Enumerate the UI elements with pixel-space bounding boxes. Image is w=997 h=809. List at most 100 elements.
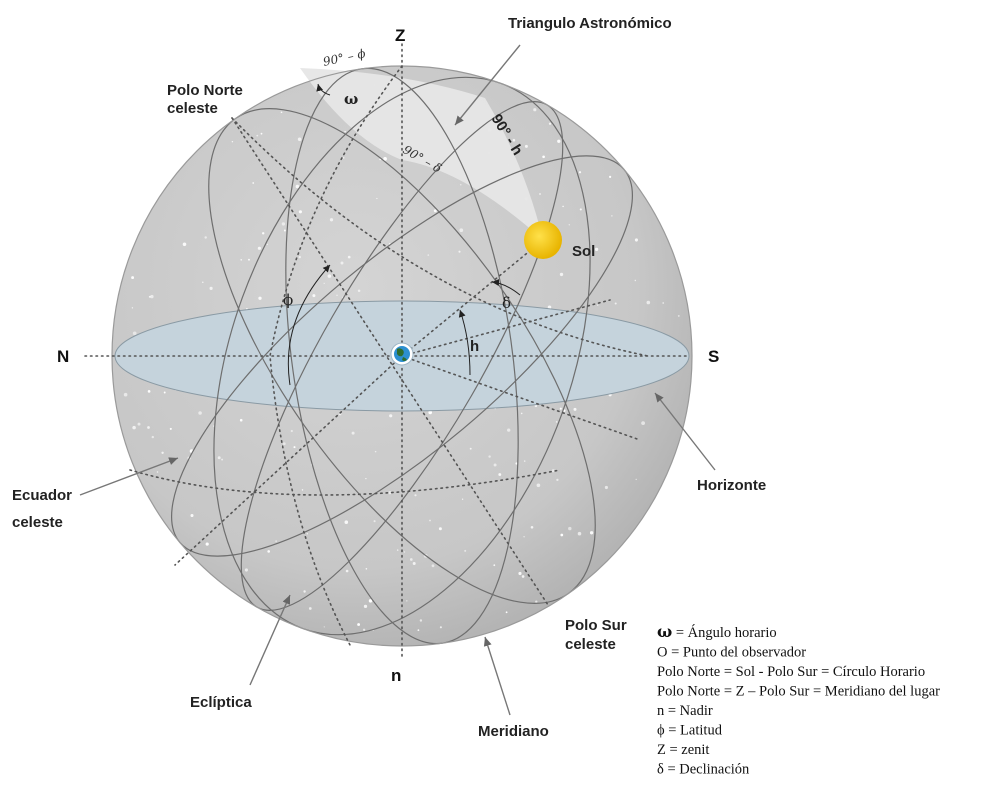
star-dot (347, 255, 351, 259)
equator-label-line1: Ecuador (12, 487, 72, 504)
star-dot (298, 210, 302, 214)
star-dot (163, 391, 166, 394)
star-dot (281, 222, 286, 226)
star-dot (438, 527, 442, 531)
star-dot (556, 478, 559, 482)
equator-label-line2: celeste (12, 514, 63, 531)
star-dot (535, 600, 538, 603)
star-dot (555, 421, 558, 423)
star-dot (412, 562, 416, 565)
star-dot (568, 224, 571, 226)
star-dot (568, 526, 572, 531)
star-dot (557, 139, 561, 143)
star-dot (266, 243, 269, 246)
star-dot (323, 282, 325, 285)
star-dot (577, 531, 582, 536)
star-dot (403, 551, 406, 553)
star-dot (427, 254, 430, 256)
star-dot (303, 590, 306, 593)
star-dot (204, 236, 207, 239)
legend-text: = Ángulo horario (672, 624, 776, 641)
south-pole-label-line2: celeste (565, 636, 616, 653)
legend-text: n = Nadir (657, 703, 713, 719)
star-dot (202, 281, 204, 284)
horizon-pointer (654, 392, 716, 471)
south-label: S (708, 347, 719, 366)
star-dot (297, 137, 302, 142)
star-dot (389, 414, 393, 418)
star-dot (429, 519, 431, 522)
star-dot (336, 294, 338, 297)
star-dot (662, 302, 665, 304)
star-dot (611, 215, 613, 217)
star-dot (464, 549, 467, 552)
h-symbol: h (470, 338, 479, 355)
meridian-label: Meridiano (478, 723, 549, 740)
star-dot (677, 314, 680, 317)
equator-dotted-arc (129, 469, 561, 496)
star-dot (488, 455, 491, 458)
star-dot (280, 111, 283, 114)
star-dot (614, 302, 617, 305)
earth-icon (390, 342, 414, 366)
zenith-label: Z (395, 26, 405, 45)
star-dot (431, 564, 435, 568)
star-dot (182, 242, 187, 247)
star-dot (344, 520, 349, 524)
south-pole-label-line1: Polo Sur (565, 617, 627, 634)
star-dot (239, 418, 243, 422)
omega-symbol: ω (344, 90, 358, 108)
star-dot (539, 193, 541, 195)
star-dot (256, 134, 259, 137)
star-dot (439, 626, 442, 629)
star-dot (594, 247, 599, 252)
equator-pointer (79, 457, 179, 496)
legend-row: δ = Declinación (657, 762, 750, 778)
star-dot (579, 208, 582, 211)
star-dot (260, 132, 263, 135)
star-dot (301, 489, 304, 491)
star-dot (131, 307, 134, 309)
star-dot (374, 450, 377, 453)
legend-row: ϕ = Latitud (657, 723, 723, 739)
legend-text: δ = Declinación (657, 762, 750, 778)
star-dot (505, 611, 508, 614)
legend-row: Z = zenit (657, 742, 709, 758)
star-dot (493, 564, 496, 567)
star-dot (329, 218, 334, 222)
legend-row: Polo Norte = Sol - Polo Sur = Círculo Ho… (657, 664, 925, 680)
star-dot (368, 599, 373, 603)
star-dot (597, 304, 599, 306)
star-dot (414, 494, 417, 497)
star-dot (298, 255, 301, 259)
hour-dotted-arc (231, 117, 649, 357)
star-dot (257, 246, 261, 250)
star-dot (290, 429, 293, 433)
star-dot (459, 228, 464, 233)
star-dot (634, 238, 638, 242)
star-dot (388, 491, 392, 495)
star-dot (344, 130, 346, 133)
star-dot (419, 619, 423, 622)
star-dot (365, 477, 367, 480)
observer-southeast-line (401, 355, 641, 441)
star-dot (523, 460, 526, 462)
north-label: N (57, 347, 69, 366)
star-dot (275, 540, 277, 542)
star-dot (560, 533, 564, 537)
star-dot (323, 626, 325, 628)
h-angle-arc (458, 309, 471, 376)
equator-projection-line (174, 355, 403, 566)
star-dot (282, 442, 286, 446)
star-dot (137, 422, 141, 426)
star-dot (150, 294, 154, 299)
star-dot (205, 542, 209, 546)
arc-phi-label: 90° – ϕ (322, 46, 367, 69)
star-dot (151, 435, 154, 439)
star-dot (267, 550, 271, 553)
star-dot (231, 140, 234, 143)
star-dot (406, 600, 408, 602)
